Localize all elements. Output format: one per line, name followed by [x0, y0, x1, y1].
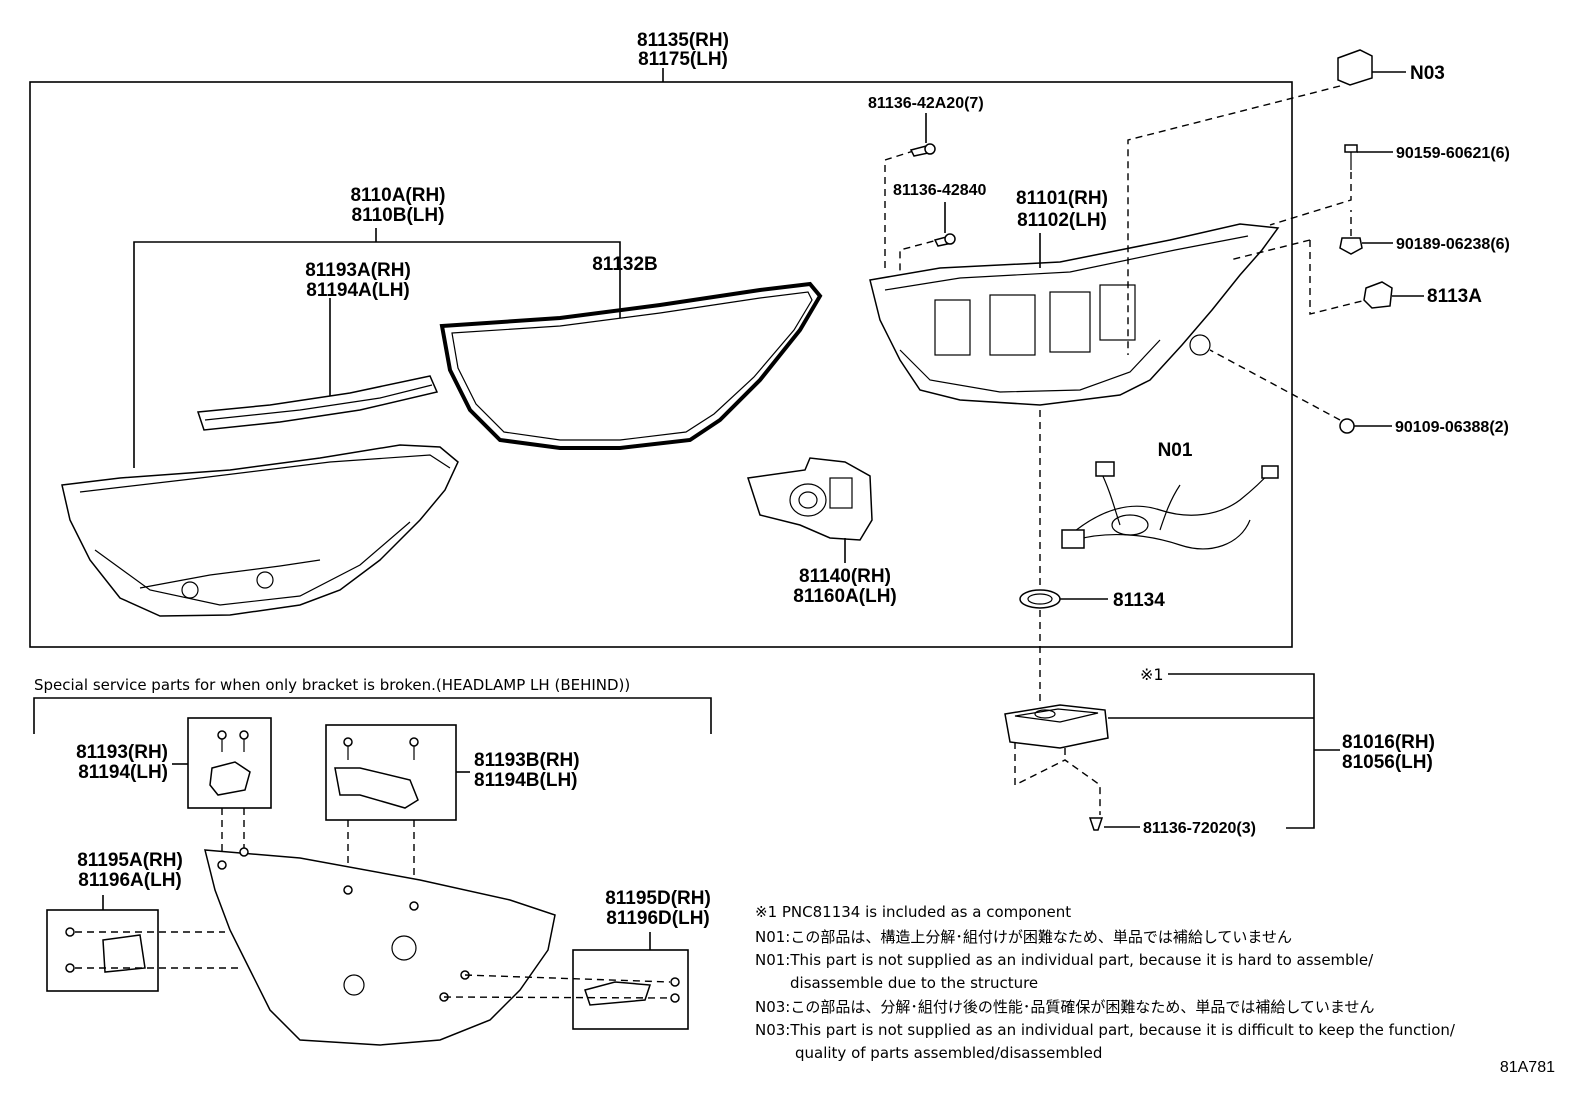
label-bolt-60621: 90159-60621(6) [1396, 145, 1510, 162]
housing-back-part [204, 847, 556, 1046]
label-garnish-lh: 81194A(LH) [306, 280, 410, 301]
label-br3-lh: 81196A(LH) [78, 870, 182, 891]
label-screw-42a20: 81136-42A20(7) [868, 95, 984, 112]
label-lens-rh: 8110A(RH) [350, 185, 445, 206]
wire-harness-part [1061, 461, 1279, 550]
label-gasket: 81132B [592, 254, 658, 275]
note-7: quality of parts assembled/disassembled [795, 1044, 1102, 1062]
label-br1-lh: 81194(LH) [78, 762, 168, 783]
note-6: N03:This part is not supplied as an indi… [755, 1021, 1456, 1039]
label-assy-lh: 81175(LH) [638, 49, 728, 70]
label-br4-rh: 81195D(RH) [605, 888, 711, 909]
note-2: N01:この部品は、構造上分解･組付けが困難なため、単品では補給していません [755, 928, 1292, 946]
label-nut-06238: 90189-06238(6) [1396, 236, 1510, 253]
label-garnish-rh: 81193A(RH) [305, 260, 411, 281]
bolt-part [1344, 144, 1358, 170]
label-computer-rh: 81016(RH) [1342, 732, 1435, 753]
assembly-frame [29, 81, 1293, 648]
label-wire: N01 [1158, 440, 1193, 461]
bracket-2-part [334, 737, 419, 809]
bracket-3-part [65, 927, 146, 973]
label-screw-42840: 81136-42840 [893, 182, 987, 199]
housing-part [869, 223, 1280, 406]
bracket-box-4 [572, 949, 689, 1030]
note-4: disassemble due to the structure [790, 974, 1038, 992]
label-lens-lh: 8110B(LH) [352, 205, 445, 226]
label-br4-lh: 81196D(LH) [606, 908, 710, 929]
note-3: N01:This part is not supplied as an indi… [755, 951, 1374, 969]
screw-part [1088, 817, 1104, 831]
label-br3-rh: 81195A(RH) [77, 850, 183, 871]
garnish-part [196, 375, 439, 431]
label-br1-rh: 81193(RH) [76, 742, 168, 763]
label-unit-rh: 81140(RH) [799, 566, 891, 587]
label-br2-lh: 81194B(LH) [474, 770, 578, 791]
projector-unit-part [747, 457, 873, 563]
label-housing-lh: 81102(LH) [1017, 210, 1107, 231]
label-8113a: 8113A [1427, 286, 1482, 307]
label-computer-lh: 81056(LH) [1342, 752, 1433, 773]
label-br2-rh: 81193B(RH) [474, 750, 580, 771]
label-screw-06388: 90109-06388(2) [1395, 419, 1509, 436]
bracket-1-part [209, 730, 251, 796]
bracket-4-part [584, 977, 680, 1006]
cap-part [1019, 589, 1061, 609]
note-5: N03:この部品は、分解･組付け後の性能･品質確保が困難なため、単品では補給して… [755, 998, 1374, 1016]
label-connector: N03 [1410, 63, 1445, 84]
note-1: ※1 PNC81134 is included as a component [755, 903, 1071, 921]
label-mark-1: ※1 [1140, 665, 1164, 684]
label-unit-lh: 81160A(LH) [793, 586, 897, 607]
gasket-part [439, 281, 823, 450]
bracket-box-1 [187, 717, 272, 809]
figure-id: 81A781 [1500, 1059, 1555, 1076]
label-cap: 81134 [1113, 590, 1165, 611]
special-title: Special service parts for when only brac… [34, 676, 630, 694]
label-screw-72020: 81136-72020(3) [1143, 820, 1256, 837]
label-assy-rh: 81135(RH) [637, 30, 729, 51]
lens-part [61, 444, 459, 617]
label-housing-rh: 81101(RH) [1016, 188, 1108, 209]
part-8113a [1363, 281, 1393, 309]
nut-part [1339, 237, 1363, 255]
computer-part [1004, 704, 1109, 749]
